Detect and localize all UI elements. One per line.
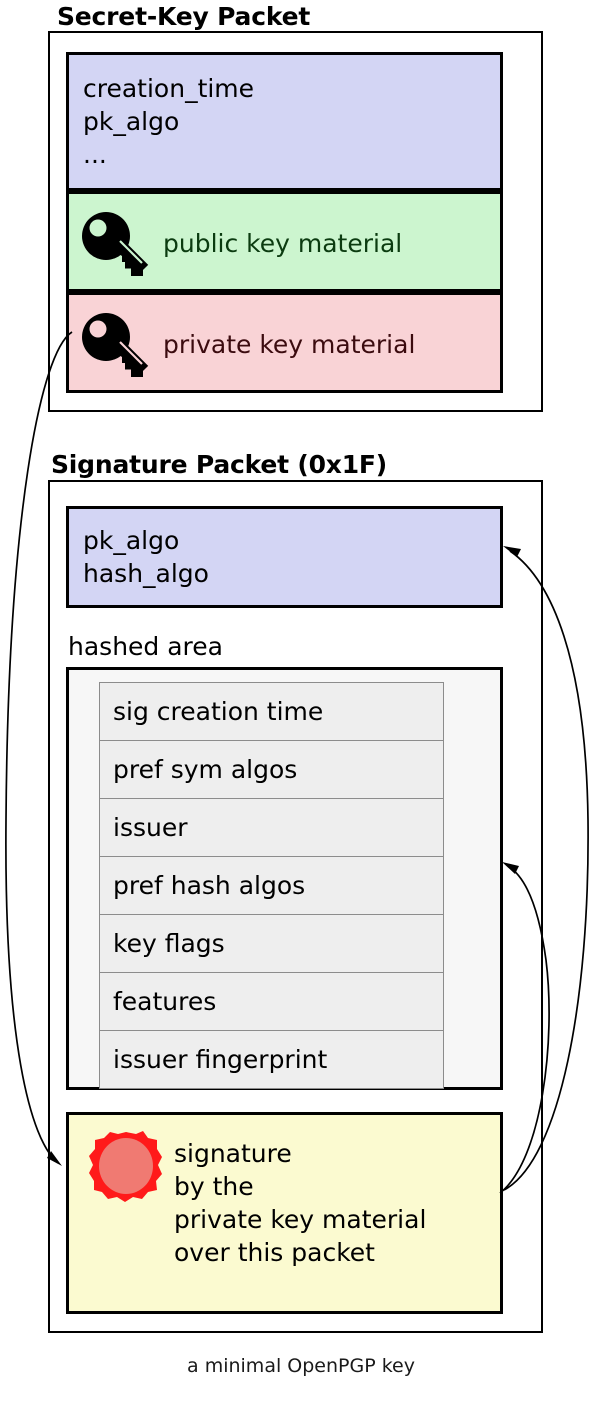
signature-packet-title: Signature Packet (0x1F) bbox=[51, 450, 388, 479]
secret-key-header-text: creation_time pk_algo ... bbox=[69, 72, 254, 171]
subpacket-label: features bbox=[113, 987, 217, 1016]
sig-hash-algo-label: hash_algo bbox=[83, 559, 209, 588]
diagram-caption: a minimal OpenPGP key bbox=[187, 1355, 415, 1377]
signature-line-2: by the bbox=[174, 1172, 254, 1201]
signature-line-1: signature bbox=[174, 1139, 292, 1168]
subpacket-row[interactable]: pref sym algos bbox=[100, 741, 443, 799]
secret-key-header-field: creation_time pk_algo ... bbox=[66, 52, 503, 191]
creation-time-label: creation_time bbox=[83, 74, 255, 103]
subpacket-label: sig creation time bbox=[113, 697, 324, 726]
hashed-area-label: hashed area bbox=[68, 632, 223, 661]
subpacket-row[interactable]: key flags bbox=[100, 915, 443, 973]
public-key-material-row: public key material bbox=[66, 191, 503, 292]
sig-pk-algo-label: pk_algo bbox=[83, 526, 180, 555]
subpacket-label: issuer fingerprint bbox=[113, 1045, 328, 1074]
subpacket-row[interactable]: pref hash algos bbox=[100, 857, 443, 915]
subpacket-label: key flags bbox=[113, 929, 225, 958]
key-icon bbox=[79, 311, 151, 381]
public-key-material-label: public key material bbox=[163, 229, 403, 258]
subpacket-label: pref sym algos bbox=[113, 755, 298, 784]
subpacket-label: pref hash algos bbox=[113, 871, 306, 900]
subpacket-label: issuer bbox=[113, 813, 188, 842]
secret-key-packet-title: Secret-Key Packet bbox=[57, 2, 311, 31]
hashed-area-box: sig creation time pref sym algos issuer pre… bbox=[66, 667, 503, 1090]
key-icon bbox=[79, 210, 151, 280]
signature-algo-field: pk_algo hash_algo bbox=[66, 506, 503, 608]
subpacket-row[interactable]: features bbox=[100, 973, 443, 1031]
signature-algo-text: pk_algo hash_algo bbox=[69, 524, 209, 590]
subpacket-row[interactable]: sig creation time bbox=[100, 683, 443, 741]
signature-line-3: private key material bbox=[174, 1205, 427, 1234]
private-key-material-label: private key material bbox=[163, 330, 416, 359]
subpacket-list: sig creation time pref sym algos issuer pre… bbox=[99, 682, 444, 1089]
subpacket-row[interactable]: issuer fingerprint bbox=[100, 1031, 443, 1089]
signature-line-4: over this packet bbox=[174, 1238, 375, 1267]
wax-seal-icon bbox=[86, 1127, 166, 1207]
signature-field-text: signature by the private key material ov… bbox=[174, 1137, 426, 1269]
private-key-material-row: private key material bbox=[66, 292, 503, 393]
ellipsis-label: ... bbox=[83, 140, 107, 169]
signature-field: signature by the private key material ov… bbox=[66, 1112, 503, 1314]
pk-algo-label: pk_algo bbox=[83, 107, 180, 136]
subpacket-row[interactable]: issuer bbox=[100, 799, 443, 857]
